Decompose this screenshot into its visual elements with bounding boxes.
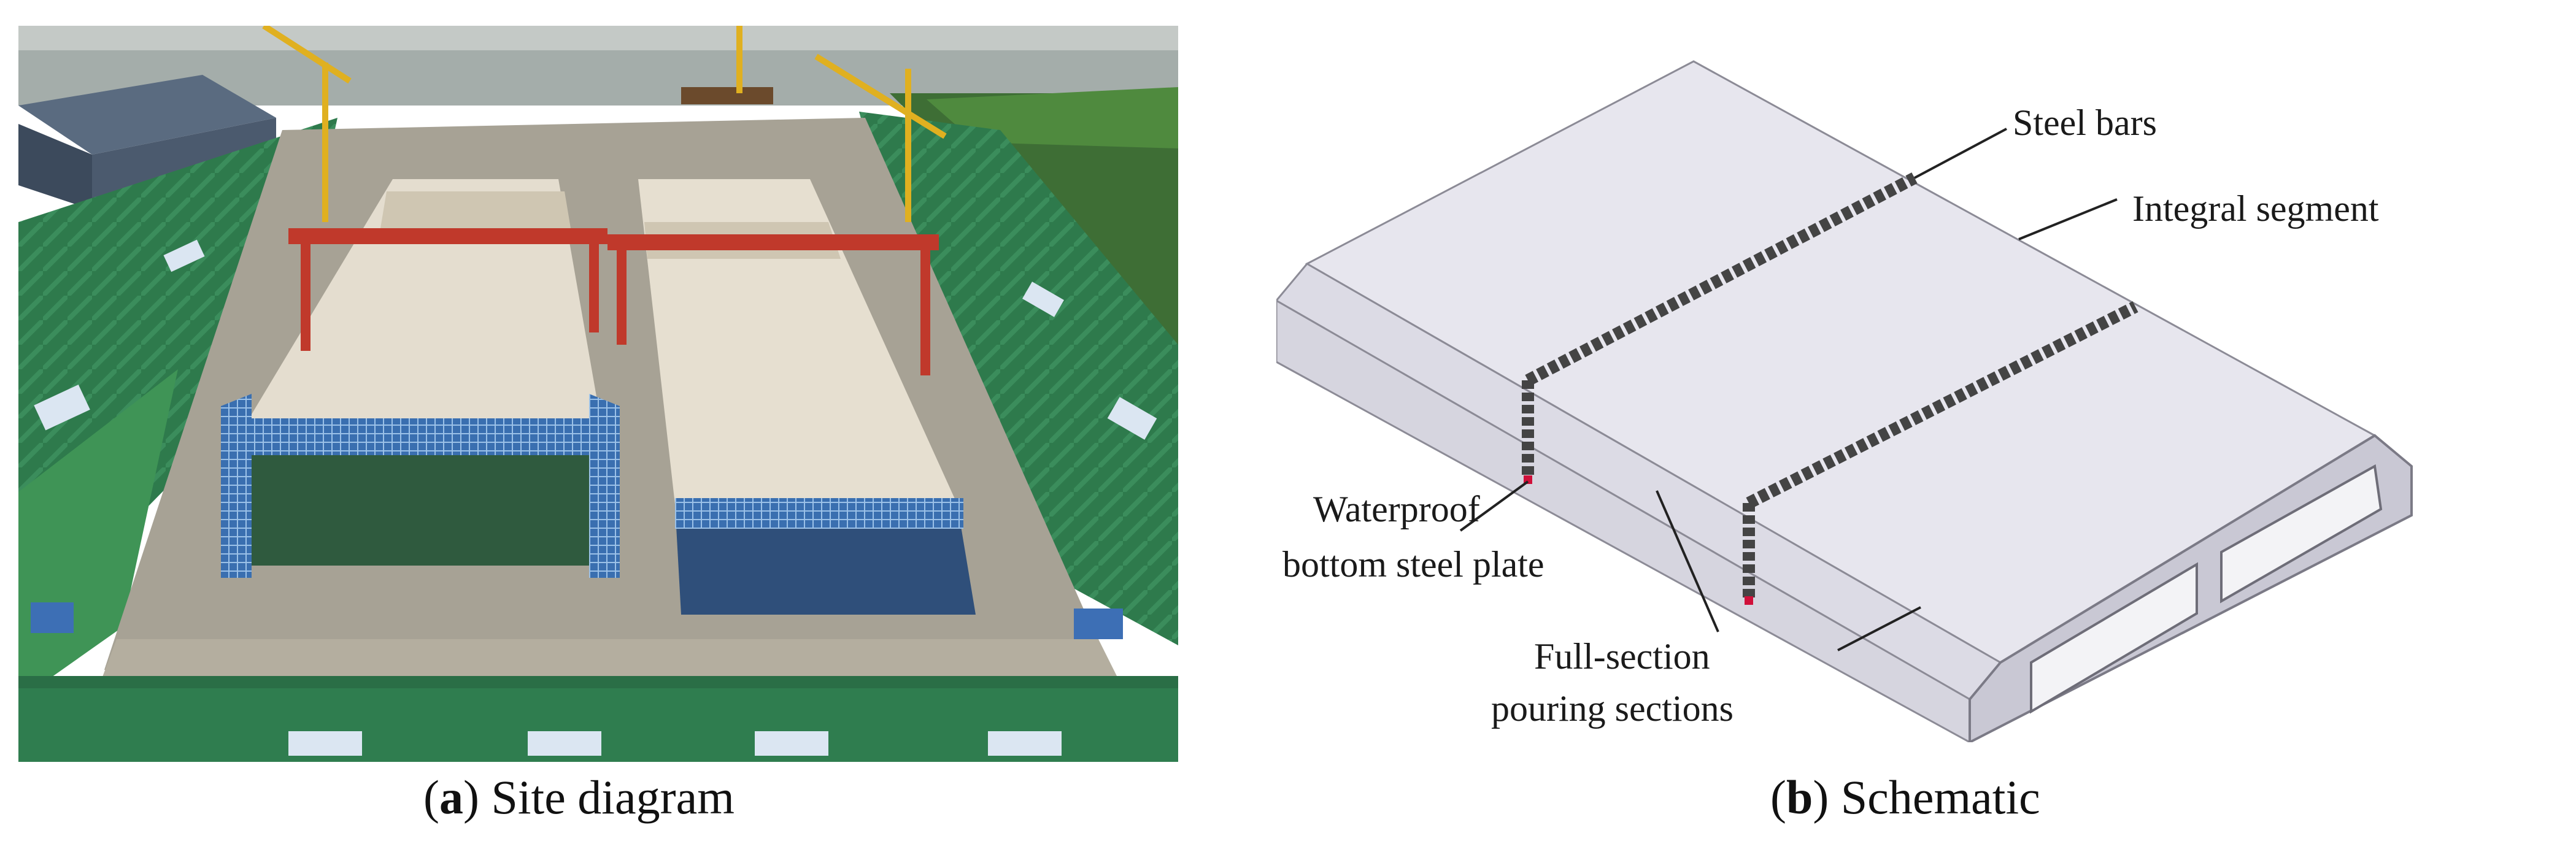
leader-full-section-1: [1656, 490, 1719, 632]
label-integral-segment: Integral segment: [2132, 188, 2379, 229]
label-steel-bars: Steel bars: [2013, 102, 2157, 143]
caption-text-a: Site diagram: [479, 770, 735, 824]
steel-bars-band-2: [1743, 301, 2138, 601]
caption-site-diagram: (a) Site diagram: [423, 770, 735, 824]
site-container: [1074, 609, 1123, 639]
caption-text-b: Schematic: [1829, 770, 2040, 824]
leader-steel-bars: [1914, 128, 2007, 179]
gantry-crane-right: [607, 234, 939, 375]
site-photo: [18, 26, 1178, 762]
tower-crane-left: [262, 26, 352, 222]
label-full-section-line2: pouring sections: [1491, 688, 1733, 729]
waterproof-plate-marker: [1745, 596, 1753, 605]
tower-crane-right: [814, 53, 947, 222]
leader-waterproof: [1459, 480, 1529, 532]
cell-opening-left: [2030, 562, 2198, 714]
label-full-section-line1: Full-section: [1534, 636, 1710, 677]
caption-letter-b: b: [1786, 770, 1813, 824]
caption-letter-a: a: [439, 770, 463, 824]
leader-full-section-2: [1837, 606, 1921, 651]
caption-schematic: (b) Schematic: [1770, 770, 2040, 824]
steel-bars-band-1: [1522, 172, 1918, 478]
slope-markers: [34, 239, 1157, 756]
leader-integral-segment: [2018, 198, 2118, 240]
label-waterproof-line2: bottom steel plate: [1282, 544, 1544, 585]
box-front-face: [1276, 299, 1971, 742]
site-container: [31, 602, 74, 633]
schematic-diagram: Steel bars Integral segment Waterproof b…: [1276, 60, 2413, 742]
label-waterproof-line1: Waterproof: [1313, 489, 1480, 529]
gantry-crane-left: [288, 228, 607, 351]
cell-opening-right: [2220, 464, 2383, 604]
barge: [681, 87, 773, 104]
